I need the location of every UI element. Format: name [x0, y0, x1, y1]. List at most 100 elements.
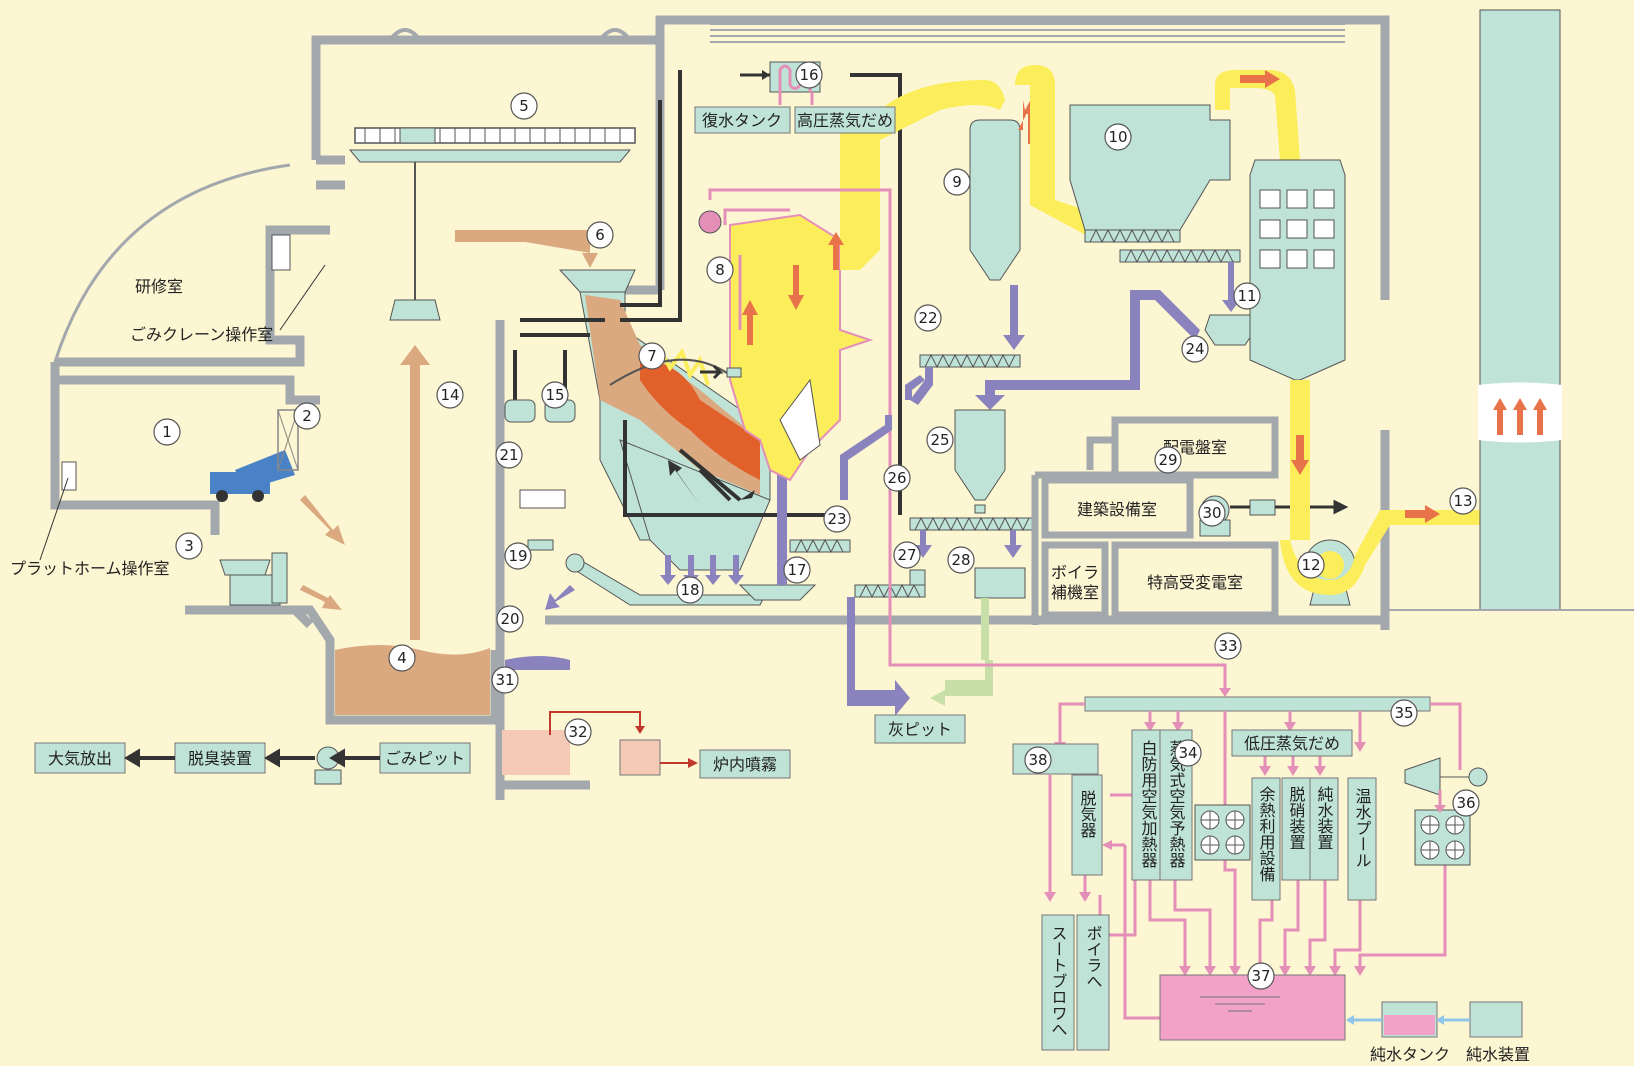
badge-circle-34: [1174, 739, 1202, 767]
crane-room-pointer: [279, 264, 326, 331]
badge-number-15: 15: [545, 386, 564, 404]
badge-number-16: 16: [799, 66, 818, 84]
steam-pipes-boiler: [708, 188, 892, 580]
badge-number-30: 30: [1202, 504, 1221, 522]
deodor-fan: [314, 746, 342, 785]
badge-circle-15: [541, 381, 569, 409]
badge-number-22: 22: [918, 309, 937, 327]
crane-room-window: [271, 234, 291, 271]
badge-circle-26: [883, 464, 911, 492]
badge-number-33: 33: [1218, 637, 1237, 655]
badge-number-4: 4: [397, 649, 407, 667]
badge-number-25: 25: [930, 431, 949, 449]
badge-circle-24: [1181, 335, 1209, 363]
badge-circle-5: [510, 92, 538, 120]
room-tokko: 特高受変電室: [1147, 573, 1243, 592]
taiki-label: 大気放出: [48, 749, 112, 768]
badge-number-9: 9: [952, 173, 962, 191]
ash-down-22: [1003, 285, 1025, 350]
ash-down-24: [1222, 262, 1240, 312]
ash-conveyor-drum: [565, 553, 585, 573]
screw-pattern-1: [1089, 228, 1175, 244]
badge-circle-8: [706, 256, 734, 284]
badge-circle-11: [1233, 282, 1261, 310]
badge-number-32: 32: [568, 723, 587, 741]
badge-circle-4: [388, 644, 416, 672]
badge-circle-10: [1104, 123, 1132, 151]
ronai-label: 炉内噴霧: [713, 755, 777, 774]
ash-down-arrows: [660, 555, 744, 585]
soot-box: [1041, 914, 1075, 1051]
left-chain-arrows: [124, 748, 380, 768]
generator-35: [1468, 767, 1488, 787]
bagfilter-arrow: [1240, 70, 1280, 88]
badge-number-10: 10: [1108, 128, 1127, 146]
badge-number-38: 38: [1028, 751, 1047, 769]
stack-arrows: [1493, 398, 1547, 435]
cyclone-9: [969, 119, 1021, 281]
roof-stripes: [710, 23, 1345, 43]
badge-circle-14: [436, 381, 464, 409]
turbine-35: [1404, 757, 1441, 796]
tank-32: [619, 739, 661, 776]
ash-extractor-17: [738, 584, 817, 601]
badge-circle-29: [1154, 446, 1182, 474]
badge-number-7: 7: [647, 347, 657, 365]
badge-number-1: 1: [162, 423, 172, 441]
badge-circle-22: [914, 304, 942, 332]
bagfilter-10: [1069, 104, 1231, 231]
ash-line-boiler: [840, 415, 892, 500]
badge-circle-2: [293, 402, 321, 430]
badge-circle-13: [1449, 487, 1477, 515]
badge-number-14: 14: [440, 386, 459, 404]
room-kenshu: 研修室: [135, 277, 183, 296]
equip-21: [519, 489, 566, 509]
badge-circle-1: [153, 418, 181, 446]
ash-line-boiler-2: [905, 375, 925, 400]
badge-circle-18: [676, 576, 704, 604]
gomipit-box: [379, 742, 471, 774]
badge-number-19: 19: [508, 547, 527, 565]
badge-circle-21: [495, 441, 523, 469]
ash-pit-box: [874, 714, 966, 744]
platform-room-window: [61, 461, 77, 491]
crane-trolley: [399, 127, 436, 144]
gomipit-label: ごみピット: [385, 749, 465, 768]
onsui-label: 温水プール: [1353, 788, 1372, 868]
badge-circle-36: [1452, 789, 1480, 817]
badge-number-27: 27: [897, 546, 916, 564]
dasshu-label: 脱臭装置: [188, 749, 252, 768]
kouatsu-label: 高圧蒸気だめ: [797, 111, 893, 130]
stack-13: [1479, 9, 1561, 611]
platform-door: [277, 409, 299, 471]
equip-28: [974, 567, 1026, 599]
teiatsu-label: 低圧蒸気だめ: [1244, 734, 1340, 753]
dakki-box: [1071, 774, 1103, 876]
dakki-label: 脱気器: [1078, 790, 1097, 838]
badge-number-37: 37: [1251, 967, 1270, 985]
ronai-box: [699, 749, 791, 779]
condensate-down: [778, 92, 814, 105]
heat-exchanger-36: [1414, 809, 1471, 866]
conveyor-26-screw: [914, 516, 1030, 532]
equip-30: [1249, 499, 1276, 516]
badge-number-17: 17: [787, 561, 806, 579]
ash-drop-22: [910, 367, 933, 405]
roof-arch: [53, 163, 291, 363]
air-ducts: [513, 70, 902, 517]
badge-circle-23: [823, 505, 851, 533]
badge-circle-37: [1247, 962, 1275, 990]
badge-circle-6: [586, 221, 614, 249]
ash-drop-arrow: [545, 585, 575, 610]
silo-24: [1204, 314, 1256, 346]
bagfilter-flue-in: [1215, 70, 1300, 160]
ash-down-26b: [1004, 530, 1022, 558]
badge-number-23: 23: [827, 510, 846, 528]
badge-number-8: 8: [715, 261, 725, 279]
onsui-box: [1347, 777, 1377, 901]
badge-circle-38: [1024, 746, 1052, 774]
equip-19: [527, 539, 554, 551]
silo-25: [954, 409, 1006, 501]
